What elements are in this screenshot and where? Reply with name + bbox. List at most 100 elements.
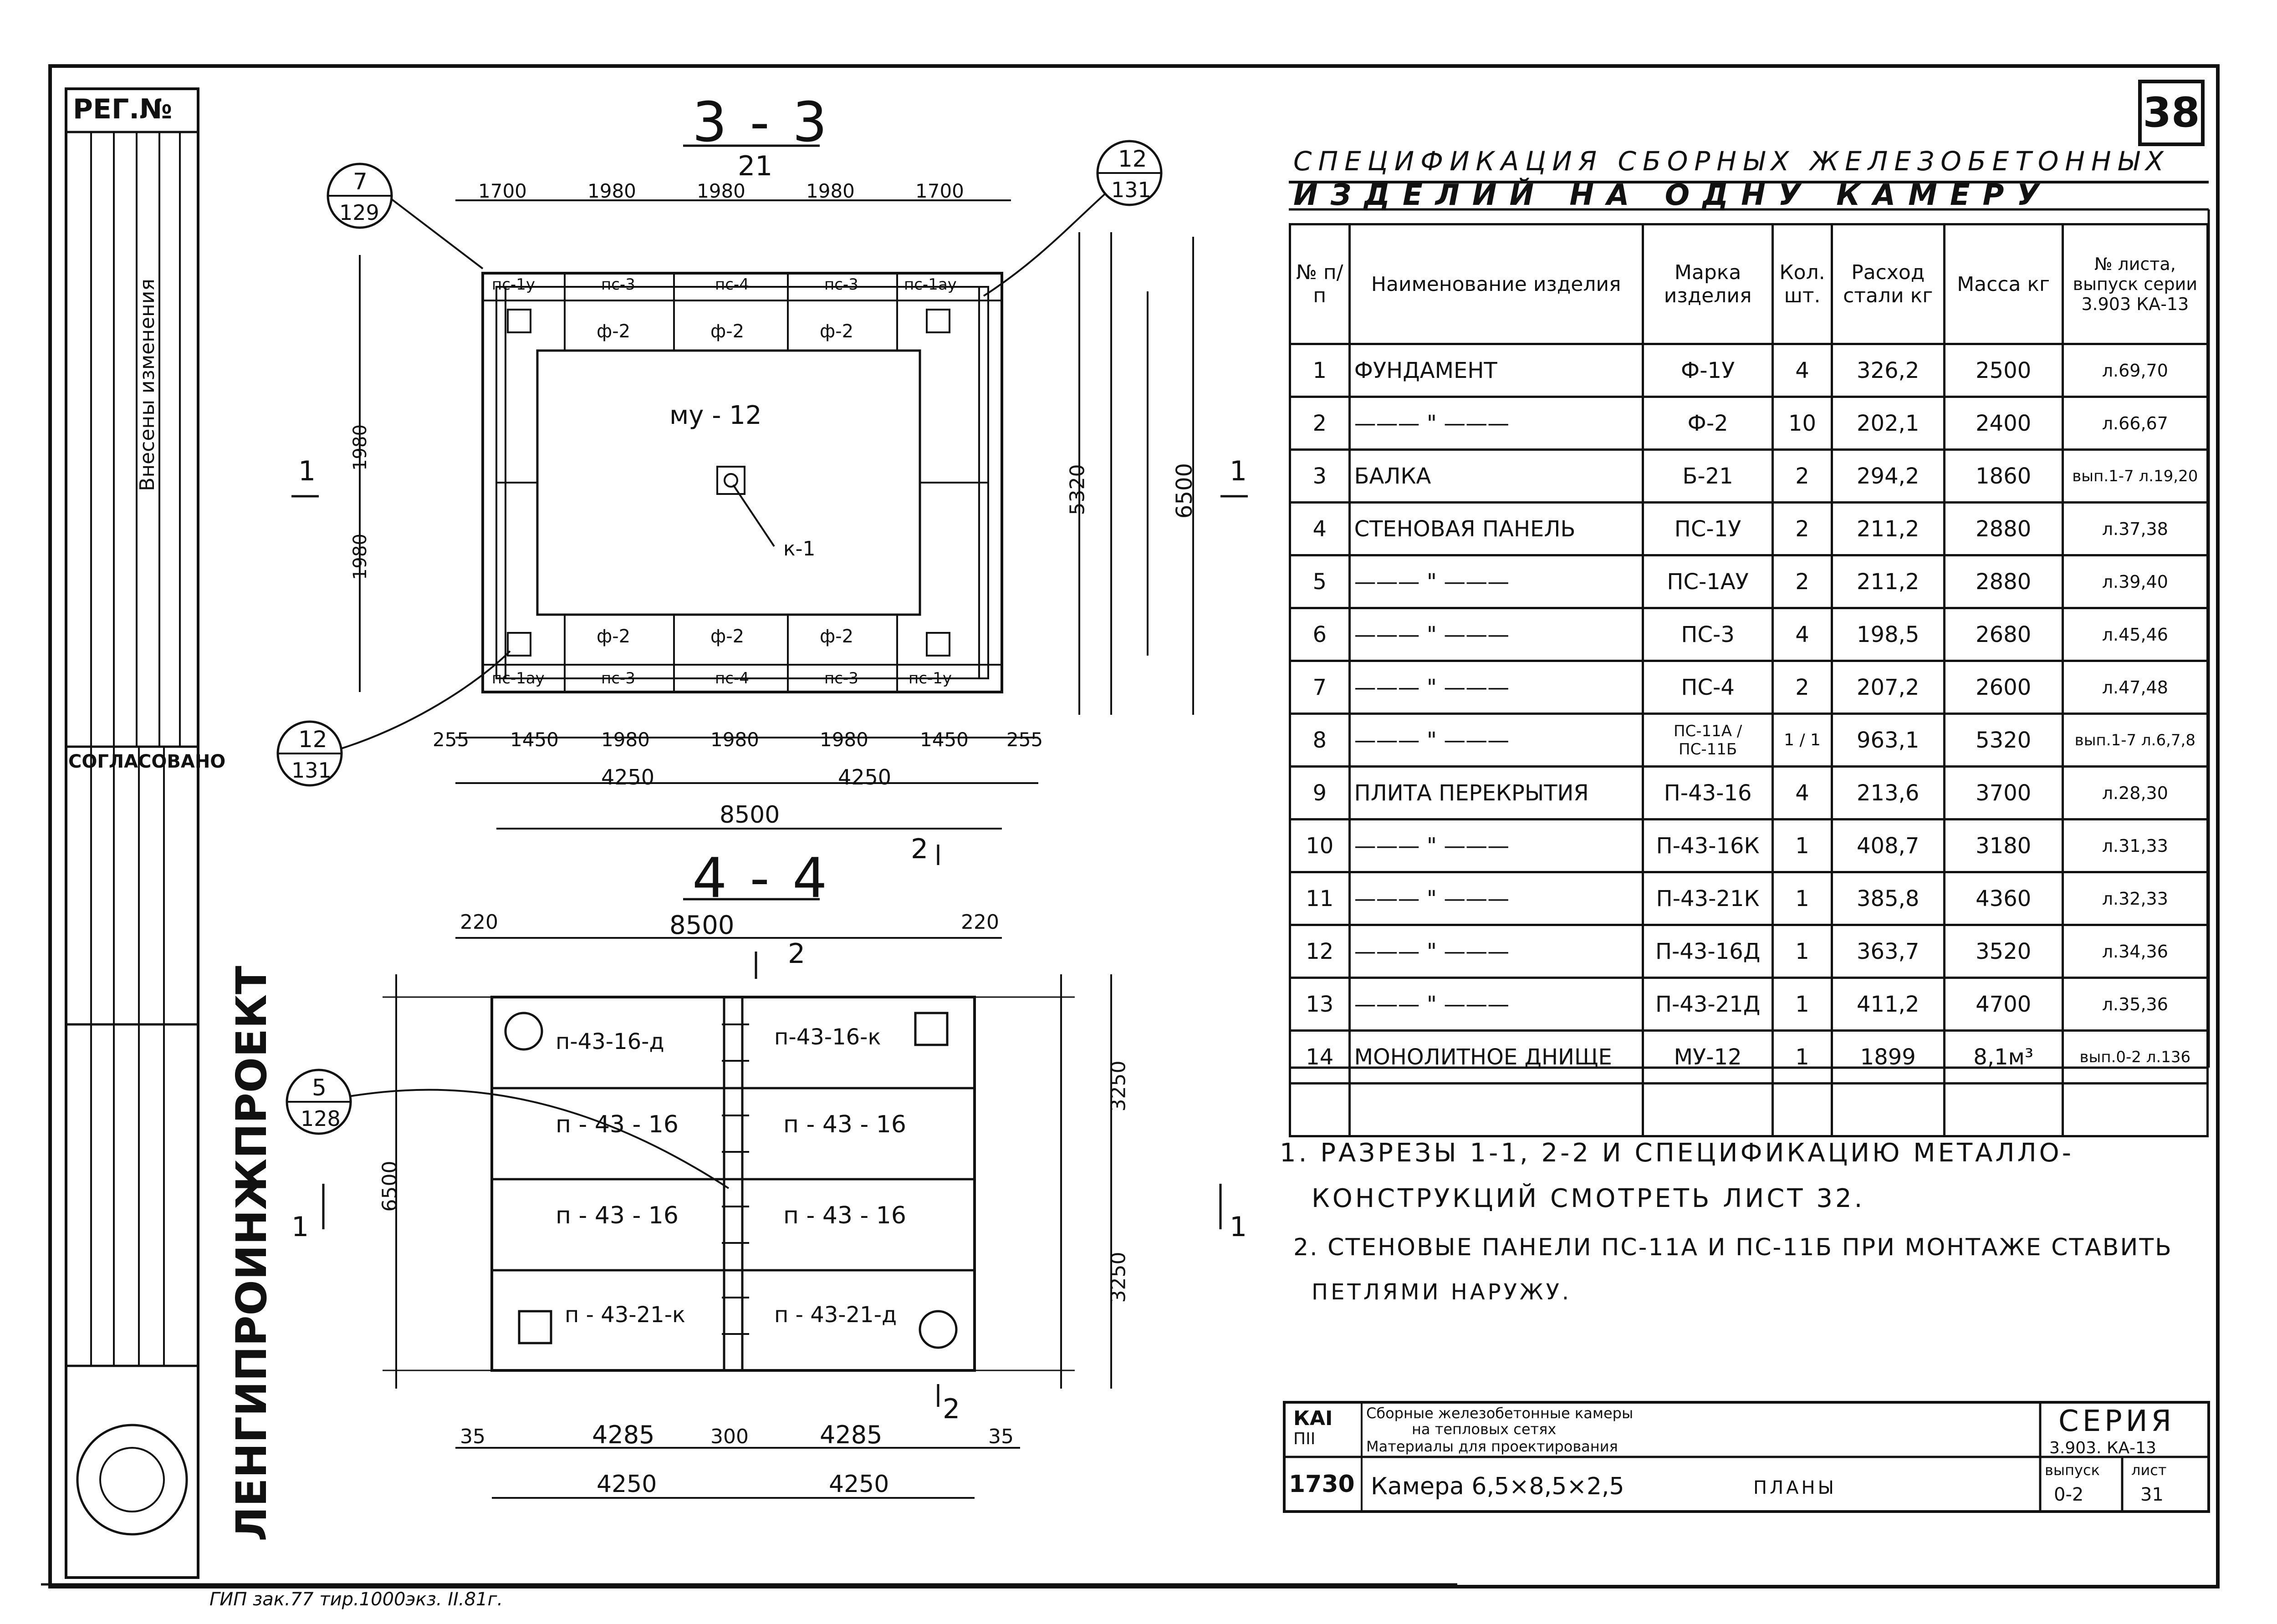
dim-bot-1: 255: [433, 728, 470, 751]
cell-mass: 2400: [1943, 396, 2064, 451]
cell-name: ФУНДАМЕНТ: [1348, 343, 1644, 398]
dim-44-bot-3: 300: [710, 1425, 749, 1448]
dim-44-bot-1: 35: [460, 1425, 485, 1448]
cell-sheet: л.37,38: [2061, 501, 2209, 556]
cell-n: 3: [1289, 448, 1351, 504]
col-qty: Кол. шт.: [1772, 223, 1833, 345]
cell-sheet: л.28,30: [2061, 765, 2209, 820]
slab-4: п - 43 - 16: [783, 1111, 906, 1138]
cell-mark: Ф-1У: [1641, 343, 1774, 398]
dim-44-bot-2: 4285: [592, 1420, 655, 1449]
col-steel: Расход стали кг: [1830, 223, 1945, 345]
cell-name: СТЕНОВАЯ ПАНЕЛЬ: [1348, 501, 1644, 556]
panel-top-3: пс-4: [715, 275, 749, 294]
cell-name: БАЛКА: [1348, 448, 1644, 504]
cell-qty: 1: [1772, 1029, 1833, 1084]
callout-12-num: 12: [1118, 146, 1147, 172]
center-label: му - 12: [669, 401, 762, 430]
stamp-sheet-label: лист: [2131, 1461, 2167, 1479]
cell-n: 14: [1289, 1029, 1351, 1084]
section-33-title: 3 - 3: [692, 91, 830, 154]
section-33-subtitle: 21: [738, 150, 773, 182]
cell-steel: 198,5: [1830, 607, 1945, 662]
found-bot-1: ф-2: [597, 626, 631, 647]
col-mass: Масса кг: [1943, 223, 2064, 345]
dim-top-3: 1980: [697, 180, 745, 202]
cell-mark: ПС-4: [1641, 660, 1774, 715]
cell-qty: 4: [1772, 343, 1833, 398]
cell-sheet: л.47,48: [2061, 660, 2209, 715]
cell-qty: 2: [1772, 501, 1833, 556]
cell-steel: 411,2: [1830, 977, 1945, 1032]
dim-44-bot2-2: 4250: [829, 1471, 889, 1498]
stamp-issue: 0-2: [2054, 1484, 2084, 1505]
dim-bot-6: 1450: [920, 728, 969, 751]
cell-steel: 408,7: [1830, 818, 1945, 873]
cell-sheet: вып.0-2 л.136: [2061, 1029, 2209, 1084]
cell-sheet: л.31,33: [2061, 818, 2209, 873]
stamp-plans: ПЛАНЫ: [1753, 1477, 1837, 1498]
stamp-code3: 1730: [1289, 1471, 1355, 1498]
cell-qty: 1: [1772, 818, 1833, 873]
dim-left-1980b: 1980: [349, 534, 371, 580]
cell-sheet: л.35,36: [2061, 977, 2209, 1032]
cell-mark: ПС-3: [1641, 607, 1774, 662]
section-44-title: 4 - 4: [692, 847, 830, 910]
reg-no: РЕГ.№: [73, 93, 173, 125]
dim-bot2-1: 4250: [601, 765, 655, 789]
found-top-2: ф-2: [710, 321, 745, 342]
cell-steel: 202,1: [1830, 396, 1945, 451]
panel-bot-3: пс-4: [715, 669, 749, 687]
dim-bot2-2: 4250: [838, 765, 892, 789]
slab-5: п - 43 - 16: [556, 1202, 679, 1229]
agreed-label: СОГЛАСОВАНО: [68, 751, 226, 772]
cell-mass: 8,1м³: [1943, 1029, 2064, 1084]
org-name: ЛЕНГИПРОИНЖПРОЕКТ: [227, 966, 276, 1542]
cell-qty: 2: [1772, 448, 1833, 504]
dim-44-left: 6500: [378, 1161, 402, 1212]
table-row-empty: [1289, 1082, 2209, 1137]
cell-qty: 2: [1772, 554, 1833, 609]
cell-name: ——— " ———: [1348, 977, 1644, 1032]
cell-mark: МУ-12: [1641, 1029, 1774, 1084]
cell-qty: 1: [1772, 871, 1833, 926]
cell-n: 8: [1289, 713, 1351, 768]
dim-44-bot-4: 4285: [820, 1420, 883, 1449]
cell-steel: 326,2: [1830, 343, 1945, 398]
stamp-desc3: Материалы для проектирования: [1366, 1438, 1618, 1455]
spec-table: № п/п Наименование изделия Марка изделия…: [1289, 223, 2209, 1137]
cell-qty: 4: [1772, 607, 1833, 662]
dim-44-bot-5: 35: [988, 1425, 1014, 1448]
cell-qty: 1: [1772, 924, 1833, 979]
stamp-code2: ПII: [1293, 1430, 1316, 1448]
spec-header-row: № п/п Наименование изделия Марка изделия…: [1289, 223, 2209, 345]
cell-name: ——— " ———: [1348, 554, 1644, 609]
cell-n: 9: [1289, 765, 1351, 820]
found-bot-3: ф-2: [820, 626, 854, 647]
dim-bot-7: 255: [1006, 728, 1043, 751]
marker-44-right: 1: [1230, 1211, 1247, 1243]
cell-steel: 211,2: [1830, 554, 1945, 609]
cell-mark: П-43-21К: [1641, 871, 1774, 926]
dim-right-6500: 6500: [1172, 463, 1198, 519]
stamp-desc2: на тепловых сетях: [1412, 1420, 1557, 1438]
cell-mass: 4700: [1943, 977, 2064, 1032]
cell-mass: 5320: [1943, 713, 2064, 768]
marker-bottom-2: 2: [911, 833, 929, 865]
cell-steel: 1899: [1830, 1029, 1945, 1084]
dim-44-top: 8500: [669, 911, 735, 940]
cell-name: ——— " ———: [1348, 607, 1644, 662]
cell-steel: 963,1: [1830, 713, 1945, 768]
cell-steel: 363,7: [1830, 924, 1945, 979]
found-top-3: ф-2: [820, 321, 854, 342]
dim-top-1: 1700: [478, 180, 527, 202]
cell-steel: 385,8: [1830, 871, 1945, 926]
